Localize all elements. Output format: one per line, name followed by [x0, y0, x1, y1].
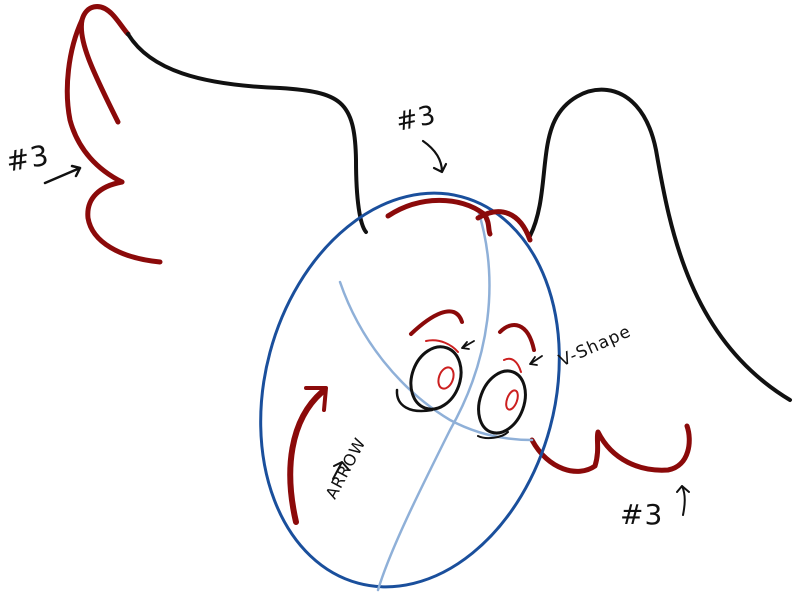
face-arrow	[287, 386, 328, 525]
left-eyelid-v	[425, 339, 459, 353]
left-eyebrow	[409, 309, 464, 336]
red-curved-arrow	[287, 389, 325, 525]
arrow-note-pointer	[332, 461, 350, 480]
right-eye-arrow	[529, 355, 543, 366]
head-oval	[259, 191, 561, 589]
hair-tuft-left	[385, 197, 493, 237]
left-pupil	[437, 366, 455, 390]
head-horizontal-guide	[338, 280, 534, 442]
left-wing-outer-edge-lower	[64, 17, 125, 185]
right-wing-feather	[529, 423, 692, 474]
right-eyebrow	[498, 323, 536, 352]
right-eye	[477, 369, 527, 435]
red-arrow-head	[304, 386, 328, 412]
right-wing	[528, 87, 792, 474]
head	[259, 191, 561, 592]
left-label-arrow	[43, 164, 82, 185]
right-pupil	[505, 389, 519, 411]
head-vertical-guide	[376, 208, 491, 592]
left-wing-feather	[85, 179, 163, 265]
right-eyelid-v	[503, 357, 522, 373]
pointer-arrows	[43, 139, 690, 516]
right-label-arrow	[676, 485, 690, 516]
right-wing-top-black	[528, 87, 792, 402]
left-wing-top-black	[126, 32, 368, 234]
eyes	[395, 309, 543, 440]
left-wing-outer-edge	[78, 4, 131, 125]
right-eye-lower-lash	[477, 431, 509, 440]
left-wing	[64, 4, 368, 265]
top-label-arrow	[421, 139, 448, 174]
left-eye	[409, 345, 463, 411]
left-eye-lower-lash	[395, 388, 434, 413]
hair-tuft-right	[475, 209, 533, 243]
left-eye-arrow	[461, 340, 475, 350]
right-wing-step-label: #3	[620, 498, 664, 531]
